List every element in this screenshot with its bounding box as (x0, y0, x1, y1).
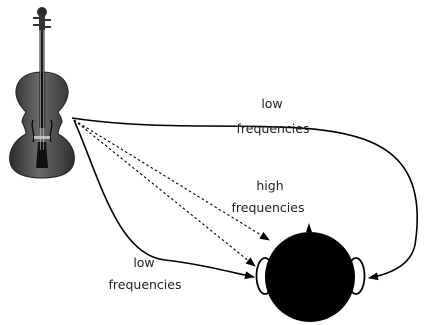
propagation-arrows (71, 117, 418, 281)
high-label-line1: high (256, 178, 283, 193)
bottom-low-label-line2: frequencies (109, 277, 182, 292)
violin-icon (9, 7, 75, 179)
top-low-label-line1: low (261, 96, 282, 111)
top-low-label-line2: frequencies (237, 121, 310, 136)
low-frequency-arrow-top (71, 117, 418, 281)
high-frequency-arrow-upper (73, 119, 270, 241)
bottom-low-label-line1: low (133, 255, 154, 270)
low-frequency-arrow-bottom (73, 119, 255, 280)
high-frequency-arrow-lower (73, 119, 256, 267)
high-label-line2: frequencies (232, 200, 305, 215)
listener-head-icon (255, 223, 366, 322)
